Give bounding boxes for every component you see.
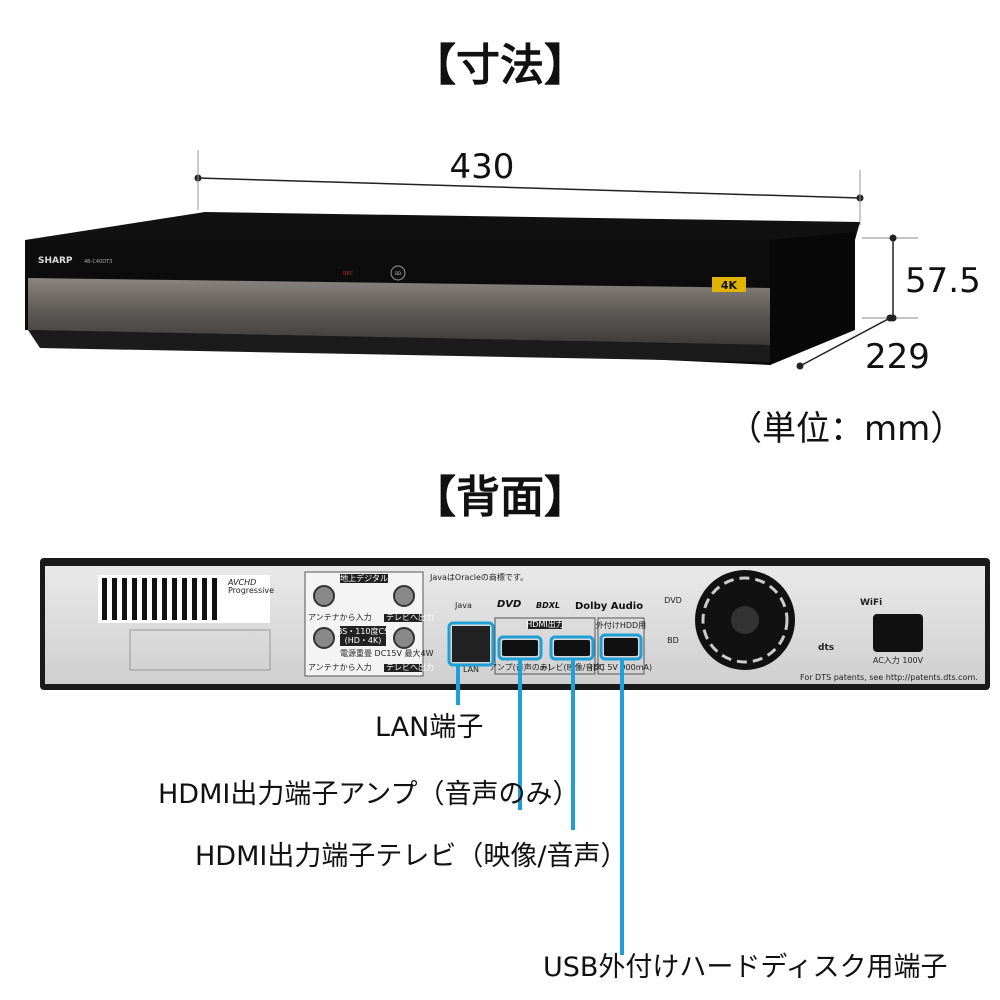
avchd-sub: Progressive <box>228 586 274 595</box>
callout-usb: USB外付けハードディスク用端子 <box>543 952 948 983</box>
bd-button[interactable] <box>390 265 406 281</box>
hdmi-amp-port[interactable] <box>502 640 538 656</box>
hdmi-tv-port[interactable] <box>554 640 590 656</box>
dolby-audio-logo: Dolby Audio <box>575 601 643 612</box>
hdmi-out-label: HDMI出力 <box>526 619 563 629</box>
tv-out-label: テレビへ出力 <box>386 662 434 672</box>
bs-cs-label: BS・110度CS <box>337 626 389 636</box>
brand-logo: SHARP <box>38 256 73 266</box>
dvd-region-label: DVD <box>664 596 682 605</box>
depth-dimension-line <box>799 317 891 367</box>
callout-hdmi-tv: HDMI出力端子テレビ（映像/音声） <box>195 841 627 872</box>
callout-lan: LAN端子 <box>375 712 483 743</box>
callout-lines <box>456 659 624 955</box>
usb-port[interactable] <box>604 638 638 656</box>
wifi-logo: WiFi <box>860 598 882 608</box>
depth-value: 229 <box>865 337 930 377</box>
tv-out-label: テレビへ出力 <box>386 612 434 622</box>
terrestrial-out-port[interactable] <box>393 585 415 607</box>
dts-logo: dts <box>818 643 834 653</box>
dts-patents-note: For DTS patents, see http://patents.dts.… <box>800 673 978 682</box>
rec-indicator: REC <box>343 271 354 277</box>
power-note: 電源重畳 DC15V 最大4W <box>340 648 434 658</box>
callout-hdmi-amp: HDMI出力端子アンプ（音声のみ） <box>158 779 579 810</box>
bd-region-label: BD <box>667 636 679 645</box>
avchd-logo: AVCHD <box>227 578 256 587</box>
width-dimension-line <box>197 177 861 199</box>
dimension-end-dot <box>796 362 804 370</box>
bs-cs-out-port[interactable] <box>393 627 415 649</box>
unit-note: （単位：mm） <box>728 409 964 449</box>
model-number: 4B-C40DT3 <box>84 259 112 265</box>
bs-cs-sub: (HD・4K) <box>345 636 382 645</box>
rear-title: 【背面】 <box>412 472 588 523</box>
recorder-rear: AVCHD Progressive 地上デジタル アンテナから入力 テレビへ出力… <box>40 558 990 690</box>
terrestrial-in-port[interactable] <box>313 585 335 607</box>
4k-badge-label: 4K <box>721 279 738 292</box>
dimension-end-dot <box>889 234 897 242</box>
bdxl-logo: BDXL <box>536 601 560 610</box>
lan-port[interactable] <box>452 626 490 662</box>
ac-in-label: AC入力 100V <box>873 655 924 665</box>
lan-label: LAN <box>463 665 479 674</box>
dvd-logo: DVD <box>497 599 521 610</box>
java-note: JavaはOracleの商標です。 <box>429 572 528 582</box>
width-value: 430 <box>450 147 515 187</box>
height-value: 57.5 <box>905 261 981 301</box>
dimension-end-dot <box>886 314 894 322</box>
bd-button-label: BD <box>395 271 401 276</box>
vent-grille <box>98 575 271 671</box>
lan-highlight <box>447 621 495 667</box>
4k-badge <box>712 277 746 292</box>
recorder-front: SHARP 4B-C40DT3 REC BD 4K <box>25 212 860 365</box>
terrestrial-label: 地上デジタル <box>340 573 388 583</box>
java-logo: Java <box>454 601 472 610</box>
antenna-in-label: アンテナから入力 <box>308 662 372 672</box>
antenna-in-label: アンテナから入力 <box>308 612 372 622</box>
usb-hdd-label: 外付けHDD用 <box>596 620 646 630</box>
ac-inlet[interactable] <box>873 614 923 652</box>
dimensions-title: 【寸法】 <box>412 40 588 91</box>
bs-cs-in-port[interactable] <box>313 627 335 649</box>
